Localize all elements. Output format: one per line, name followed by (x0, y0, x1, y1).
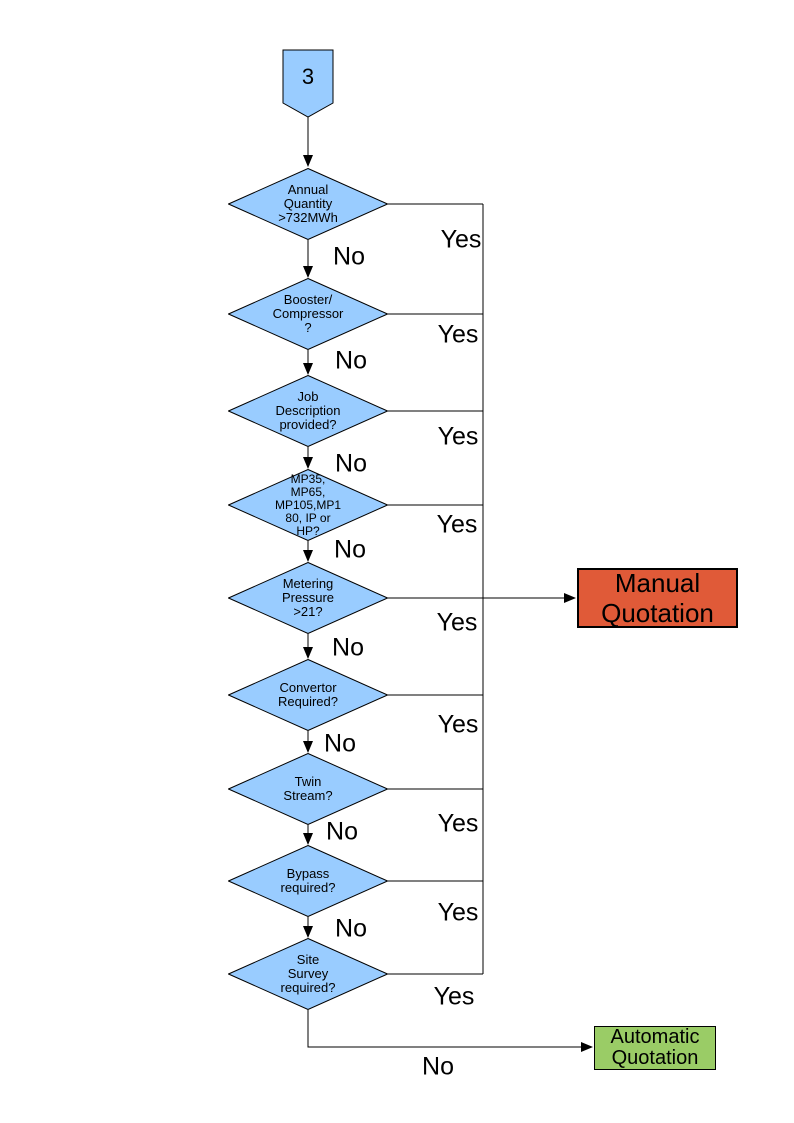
diamond-shape (228, 375, 388, 447)
no-label-convertor: No (324, 729, 356, 758)
offpage-connector-shape (282, 49, 334, 118)
no-label-sitesurvey: No (422, 1052, 454, 1081)
yes-label-booster: Yes (437, 320, 479, 349)
decision-label: Annual Quantity >732MWh (278, 182, 338, 225)
decision-site-survey: Site Survey required? (228, 938, 388, 1010)
manual-quotation-label: Manual Quotation (601, 568, 714, 628)
yes-label-twinstream: Yes (437, 809, 479, 838)
decision-label: Convertor Required? (278, 680, 338, 709)
diamond-shape (228, 753, 388, 825)
diamond-shape (228, 659, 388, 731)
no-label-pressuretier: No (334, 535, 366, 564)
decision-label: MP35, MP65, MP105,MP1 80, IP or HP? (274, 471, 342, 538)
yes-label-bypass: Yes (437, 898, 479, 927)
decision-label: Booster/ Compressor ? (272, 292, 344, 335)
yes-label-sitesurvey: Yes (433, 982, 475, 1011)
offpage-connector-3: 3 (283, 50, 333, 117)
decision-booster-compressor: Booster/ Compressor ? (228, 278, 388, 350)
automatic-quotation-box: Automatic Quotation (594, 1026, 716, 1070)
decision-label: Bypass required? (280, 866, 336, 895)
decision-label: Twin Stream? (283, 774, 333, 803)
no-label-metering: No (332, 633, 364, 662)
diamond-shape (228, 562, 388, 634)
decision-label: Metering Pressure >21? (281, 576, 335, 619)
no-label-twinstream: No (326, 817, 358, 846)
decision-twin-stream: Twin Stream? (228, 753, 388, 825)
diamond-shape (228, 938, 388, 1010)
yes-label-metering: Yes (436, 608, 478, 637)
yes-label-jobdesc: Yes (437, 422, 479, 451)
diamond-shape (228, 168, 388, 240)
no-label-jobdesc: No (335, 449, 367, 478)
decision-metering-pressure: Metering Pressure >21? (228, 562, 388, 634)
diamond-shape (228, 469, 388, 541)
yes-label-convertor: Yes (437, 710, 479, 739)
decision-job-description: Job Description provided? (228, 375, 388, 447)
decision-convertor: Convertor Required? (228, 659, 388, 731)
manual-quotation-box: Manual Quotation (577, 568, 738, 628)
no-label-booster: No (335, 346, 367, 375)
yes-label-pressuretier: Yes (436, 510, 478, 539)
decision-pressure-tier: MP35, MP65, MP105,MP1 80, IP or HP? (228, 469, 388, 541)
decision-label: Site Survey required? (280, 952, 336, 995)
no-label-annual-quantity: No (333, 242, 365, 271)
diamond-shape (228, 845, 388, 917)
arrow-no-to-automatic-quotation (307, 1010, 593, 1052)
decision-bypass: Bypass required? (228, 845, 388, 917)
decision-annual-quantity: Annual Quantity >732MWh (228, 168, 388, 240)
yes-label-annual-quantity: Yes (440, 225, 482, 254)
offpage-connector-label: 3 (301, 63, 315, 89)
no-label-bypass: No (335, 914, 367, 943)
diamond-shape (228, 278, 388, 350)
decision-label: Job Description provided? (275, 389, 341, 432)
automatic-quotation-label: Automatic Quotation (610, 1026, 700, 1069)
